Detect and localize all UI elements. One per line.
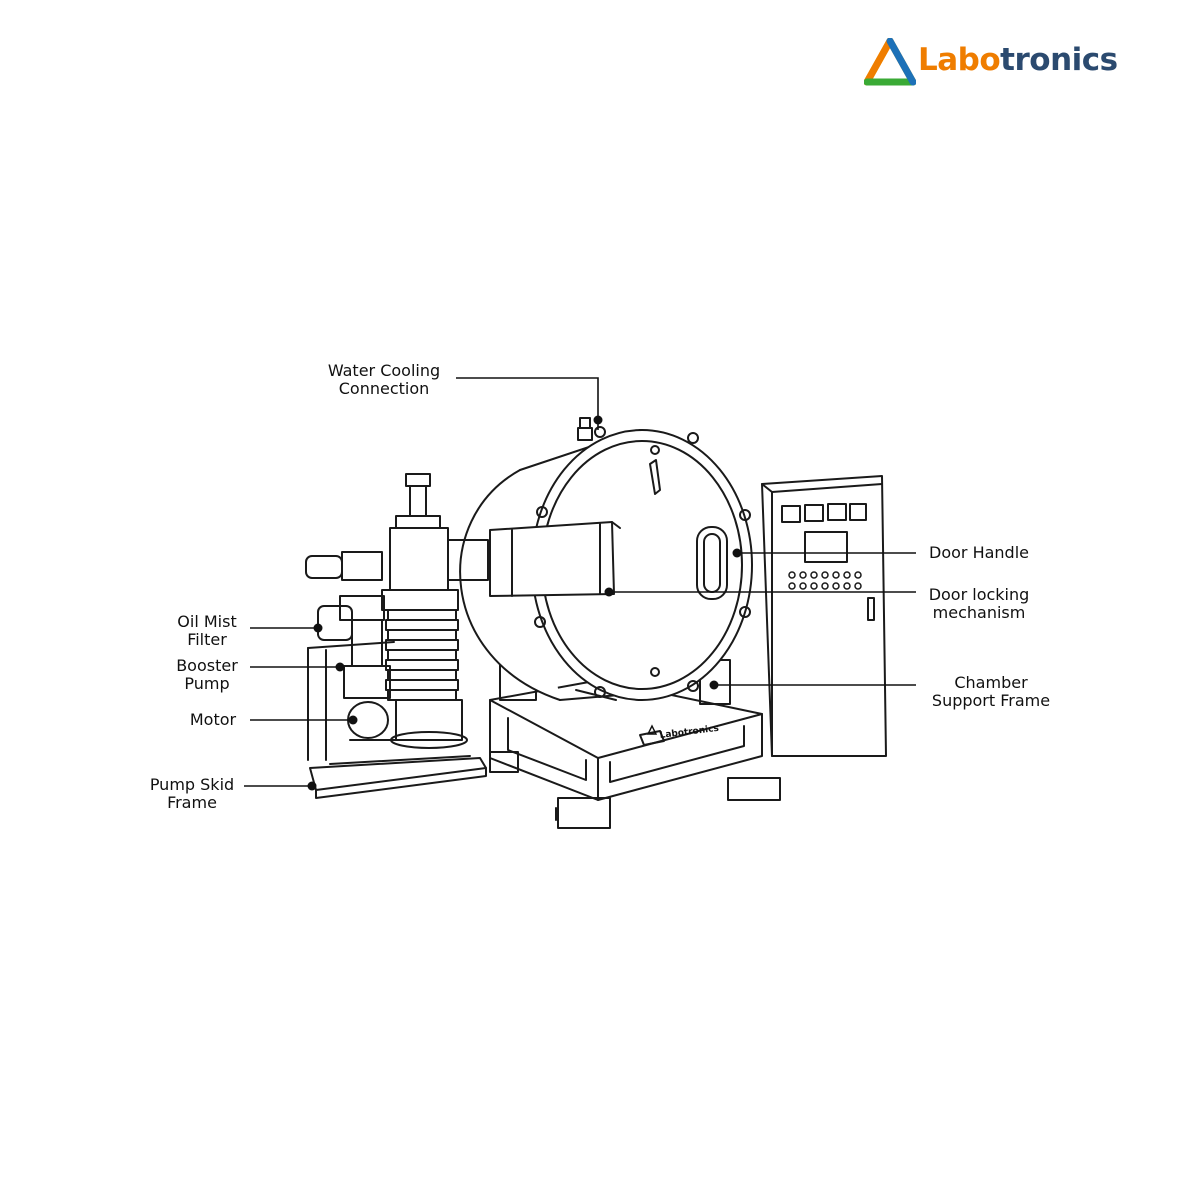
callout-water-cooling-line1: Water Cooling [327,361,441,380]
callout-booster-pump-line1: Booster [176,656,238,675]
callout-motor: Motor [176,711,250,729]
callout-motor-line1: Motor [189,710,237,729]
anchor-chamber-support [709,680,719,690]
callout-oil-mist-line2: Filter [187,630,227,649]
callout-oil-mist: Oil Mist Filter [168,613,246,649]
water-cooling-port [577,417,606,441]
control-cabinet [761,475,887,757]
anchor-booster-pump [335,662,345,672]
callout-booster-pump-line2: Pump [184,674,230,693]
triangle-logo-icon [864,38,916,86]
callout-door-locking-line1: Door locking [928,585,1030,604]
chamber-body [459,429,753,701]
callout-door-locking-line2: mechanism [932,603,1026,622]
brand-name-part1: Labo [918,42,1001,78]
callout-pump-skid-line1: Pump Skid [149,775,235,794]
anchor-pump-skid [307,781,317,791]
anchor-motor [348,715,358,725]
anchor-water-cooling [593,415,603,425]
callout-door-locking: Door locking mechanism [920,586,1038,622]
callout-door-handle-line1: Door Handle [929,543,1029,562]
brand-logo: Labotronics [864,38,1124,88]
callout-door-handle: Door Handle [920,544,1038,562]
vacuum-pump-assembly [305,473,489,749]
brand-name: Labotronics [918,42,1118,78]
brand-name-part2: tronics [1000,42,1118,78]
leader-water-cooling [456,377,599,430]
callout-chamber-support: Chamber Support Frame [924,674,1058,710]
anchor-door-handle [732,548,742,558]
callout-booster-pump: Booster Pump [168,657,246,693]
callout-chamber-support-line1: Chamber [954,673,1028,692]
callout-water-cooling: Water Cooling Connection [318,362,450,398]
anchor-oil-mist [313,623,323,633]
callout-oil-mist-line1: Oil Mist [177,612,237,631]
callout-water-cooling-line2: Connection [338,379,430,398]
callout-chamber-support-line2: Support Frame [931,691,1051,710]
callout-pump-skid-line2: Frame [167,793,217,812]
pump-skid-frame-drawing [307,641,487,799]
anchor-door-locking [604,587,614,597]
callout-pump-skid: Pump Skid Frame [140,776,244,812]
